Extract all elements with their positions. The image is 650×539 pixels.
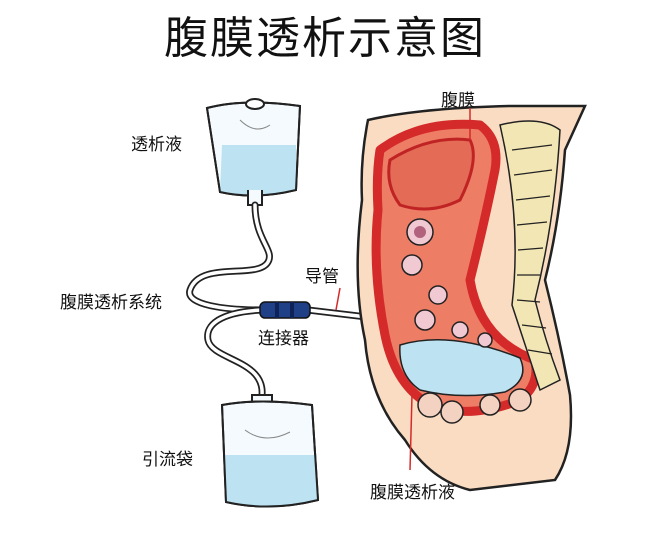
- drain-bag: [220, 394, 320, 508]
- label-peritoneal-fluid: 腹膜透析液: [370, 483, 455, 503]
- label-drain-bag: 引流袋: [142, 450, 193, 470]
- label-connector: 连接器: [258, 329, 309, 349]
- label-peritoneum: 腹膜: [441, 91, 475, 111]
- diagram-title: 腹膜透析示意图: [164, 13, 486, 64]
- connector-device: [259, 301, 311, 319]
- body-cross-section: [356, 104, 587, 492]
- leader-lines: [335, 108, 471, 471]
- dialysate-bag: [205, 98, 302, 206]
- label-catheter: 导管: [305, 267, 339, 287]
- label-dialysate: 透析液: [131, 135, 182, 155]
- label-dialysis-system: 腹膜透析系统: [60, 293, 162, 313]
- spine: [499, 120, 561, 392]
